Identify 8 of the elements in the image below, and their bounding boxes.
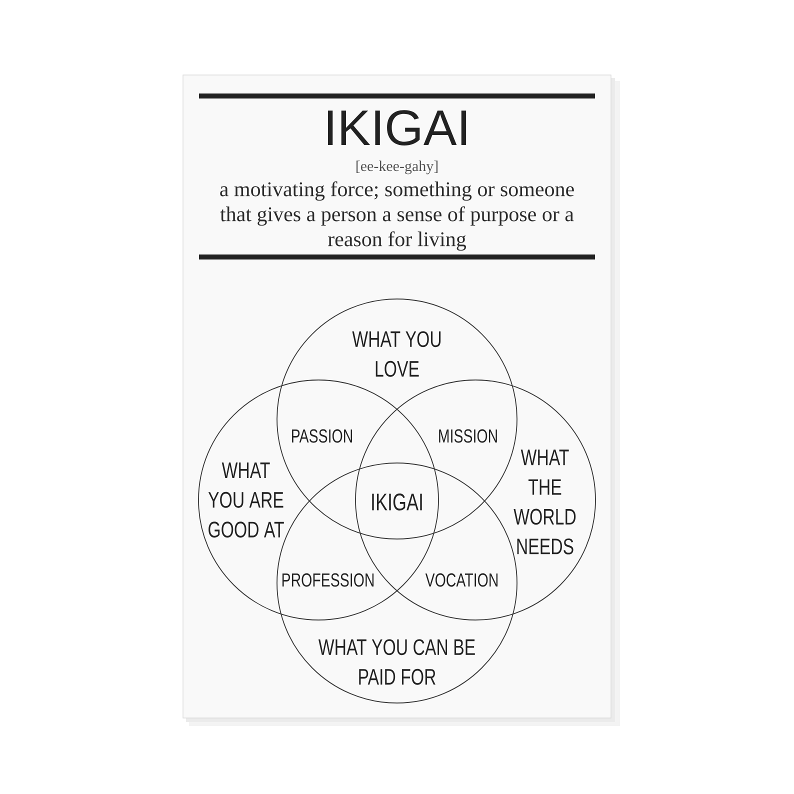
definition-text: a motivating force; something or someone that gives a person a sense of purpose or a reason for living [220,181,574,251]
title: IKIGAI [328,110,466,146]
region-label: PROFESSION [282,573,374,587]
center-label: IKIGAI [372,494,422,510]
region-label: MISSION [439,429,497,443]
region-label: PASSION [292,429,352,443]
region-label: VOCATION [425,573,498,587]
pronunciation-text: [ee-kee-gahy] [356,160,438,174]
